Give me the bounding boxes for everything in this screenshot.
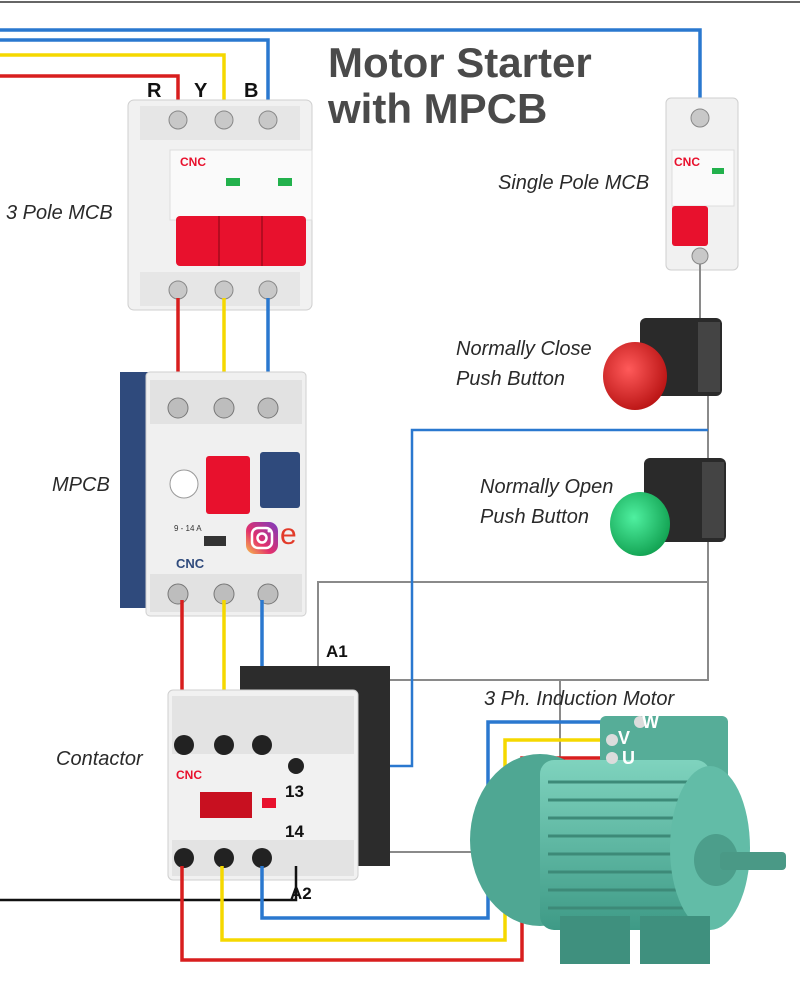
phase-label-y: Y <box>194 80 208 102</box>
label-motor: 3 Ph. Induction Motor <box>484 688 675 710</box>
contactor-l1 <box>174 735 194 755</box>
contactor-t1 <box>174 848 194 868</box>
brand-mcb3: CNC <box>180 155 206 169</box>
mcb3-indicator-3 <box>278 178 292 186</box>
phase-label-b: B <box>244 80 259 102</box>
mcb1-label-plate <box>671 149 735 207</box>
mpcb-out-r <box>167 583 189 605</box>
title-line-1: Motor Starter <box>328 39 592 86</box>
label-mpcb: MPCB <box>52 474 110 496</box>
motor-foot-left <box>560 916 630 964</box>
motor-shaft <box>720 852 786 870</box>
mcb3-out-y <box>214 280 234 300</box>
contactor-t3 <box>252 848 272 868</box>
mcb3-terminal-y <box>214 110 234 130</box>
mpcb-out-b <box>257 583 279 605</box>
terminal-label-a1: A1 <box>326 642 348 661</box>
brand-mpcb: CNC <box>176 556 205 571</box>
label-nc-line-2: Push Button <box>456 368 565 390</box>
no-button-contact-block <box>702 462 724 538</box>
mpcb-dial <box>169 469 199 499</box>
blue-wire-phase-b <box>0 38 270 118</box>
label-3-pole-mcb: 3 Pole MCB <box>6 202 113 224</box>
title-line-2: with MPCB <box>328 85 548 132</box>
nc-button-cap <box>603 342 667 410</box>
wire-neutral-a2 <box>0 866 298 902</box>
mpcb-range-label: 9 - 14 A <box>174 524 202 533</box>
no-button-cap <box>610 492 670 556</box>
induction-motor <box>470 716 786 964</box>
yellow-wire-phase-y <box>0 53 226 118</box>
label-no-line-1: Normally Open <box>480 476 614 498</box>
mpcb-in-y <box>213 397 235 419</box>
label-nc-line-1: Normally Close <box>456 338 592 360</box>
mcb1-out-terminal <box>691 247 709 265</box>
mpcb-start-button <box>206 456 250 514</box>
wire-no-return-a1 <box>317 581 708 700</box>
motor-terminal-u <box>606 752 618 764</box>
contactor <box>167 666 390 881</box>
mcb1-in-terminal <box>690 108 710 128</box>
single-pole-mcb <box>665 97 739 271</box>
contactor-terminal-a1 <box>288 758 304 774</box>
wire-b-to-motor-w <box>260 720 640 920</box>
mcb3-terminal-b <box>258 110 278 130</box>
mcb3-out-r <box>168 280 188 300</box>
motor-label-v: V <box>618 728 631 748</box>
label-no-line-2: Push Button <box>480 506 589 528</box>
mcb3-handle <box>176 216 306 266</box>
brand-contactor: CNC <box>176 768 202 782</box>
phase-label-r: R <box>147 80 162 102</box>
mpcb <box>120 371 307 617</box>
blue-wire-supply-single-pole <box>0 28 702 118</box>
motor-label-u: U <box>622 748 635 768</box>
motor-frame <box>540 760 710 930</box>
terminal-label-14: 14 <box>285 822 304 841</box>
mcb3-indicator-2 <box>226 178 240 186</box>
motor-terminal-v <box>606 734 618 746</box>
nc-button-contact-block <box>698 322 720 392</box>
terminal-label-13: 13 <box>285 782 304 801</box>
mpcb-reset-slot <box>204 536 226 546</box>
motor-foot-right <box>640 916 710 964</box>
contactor-l3 <box>252 735 272 755</box>
mpcb-stop-button <box>260 452 300 508</box>
no-push-button <box>610 458 726 556</box>
label-single-pole-mcb: Single Pole MCB <box>498 172 650 194</box>
nc-push-button <box>603 318 722 410</box>
mpcb-in-b <box>257 397 279 419</box>
mcb1-handle <box>672 206 708 246</box>
contactor-indicator <box>200 792 252 818</box>
contactor-flag <box>262 798 276 808</box>
motor-bearing <box>694 834 738 886</box>
contactor-t2 <box>214 848 234 868</box>
mcb1-indicator <box>712 168 724 174</box>
instagram-icon <box>246 522 278 554</box>
supply-wires <box>0 28 702 118</box>
mcb3-out-b <box>258 280 278 300</box>
watermark-letter: e <box>280 518 297 551</box>
terminal-label-a2: A2 <box>290 884 312 903</box>
mpcb-in-r <box>167 397 189 419</box>
wire-y-to-motor-v <box>220 738 612 942</box>
three-pole-mcb <box>127 99 313 311</box>
mcb3-terminal-r <box>168 110 188 130</box>
motor-label-w: W <box>642 712 659 732</box>
brand-mcb1: CNC <box>674 155 700 169</box>
contactor-l2 <box>214 735 234 755</box>
diagram-title: Motor Starter with MPCB <box>328 40 592 132</box>
motor-terminal-w <box>634 716 646 728</box>
label-contactor: Contactor <box>56 748 143 770</box>
